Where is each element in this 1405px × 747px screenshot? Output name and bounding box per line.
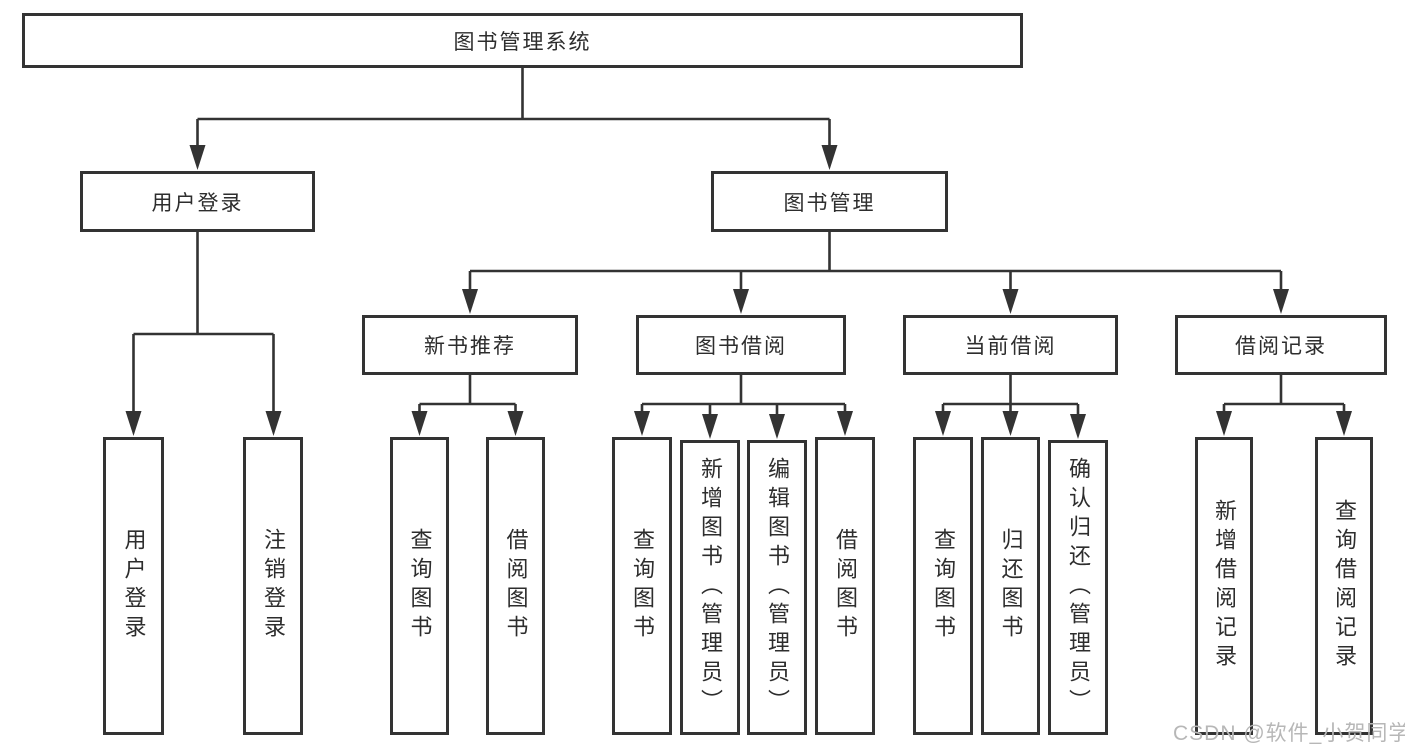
connector-root-to-level2	[196, 68, 831, 150]
leaf-user-login: 用户登录	[103, 437, 164, 735]
arrow-to-leaf-confirm-return-admin	[1070, 414, 1086, 439]
connector-user-login-group	[132, 232, 275, 418]
node-book-management: 图书管理	[711, 171, 948, 232]
csdn-watermark: CSDN @软件_小贺同学	[1173, 722, 1405, 745]
leaf-borrow-books-borrowing: 借阅图书	[815, 437, 875, 735]
arrow-to-user-login	[189, 145, 206, 170]
arrowheads	[125, 145, 1352, 439]
arrow-to-book-management	[821, 145, 838, 170]
arrow-to-leaf-query-books-current	[935, 411, 951, 436]
leaf-logout: 注销登录	[243, 437, 303, 735]
leaf-return-books: 归还图书	[981, 437, 1040, 735]
connector-recommend-group	[418, 375, 517, 418]
leaf-add-borrow-record: 新增借阅记录	[1195, 437, 1253, 735]
arrow-to-leaf-query-books-recommend	[411, 411, 428, 436]
arrow-to-leaf-edit-books-admin	[769, 414, 785, 439]
leaf-edit-books-admin: 编辑图书（管理员）	[747, 440, 807, 735]
node-user-login: 用户登录	[80, 171, 315, 232]
leaf-query-borrow-record: 查询借阅记录	[1315, 437, 1373, 735]
arrow-to-book-borrowing	[733, 289, 749, 314]
node-book-borrowing: 图书借阅	[636, 315, 846, 375]
arrow-to-leaf-add-books-admin	[702, 414, 718, 439]
arrow-to-leaf-user-login	[125, 411, 142, 436]
connector-book-management-group	[468, 232, 1283, 296]
leaf-query-books-borrowing: 查询图书	[612, 437, 672, 735]
arrow-to-leaf-add-borrow-record	[1216, 411, 1232, 436]
arrow-to-new-book-recommendation	[462, 289, 478, 314]
node-new-book-recommendation: 新书推荐	[362, 315, 578, 375]
leaf-add-books-admin: 新增图书（管理员）	[680, 440, 740, 735]
arrow-to-leaf-return-books	[1002, 411, 1019, 436]
leaf-query-books-current: 查询图书	[913, 437, 973, 735]
node-root-system: 图书管理系统	[22, 13, 1023, 68]
leaf-query-books-recommend: 查询图书	[390, 437, 449, 735]
arrow-to-leaf-borrow-books-recommend	[507, 411, 524, 436]
arrow-to-leaf-borrow-books-borrowing	[837, 411, 853, 436]
arrow-to-borrowing-records	[1273, 289, 1289, 314]
node-borrowing-records: 借阅记录	[1175, 315, 1387, 375]
connector-records-group	[1222, 375, 1346, 418]
node-current-borrowing: 当前借阅	[903, 315, 1118, 375]
arrow-to-leaf-query-borrow-record	[1336, 411, 1352, 436]
leaf-confirm-return-admin: 确认归还（管理员）	[1048, 440, 1108, 735]
leaf-borrow-books-recommend: 借阅图书	[486, 437, 545, 735]
arrow-to-current-borrowing	[1002, 289, 1019, 314]
arrow-to-leaf-logout	[265, 411, 282, 436]
connector-borrowing-group	[640, 375, 847, 421]
arrow-to-leaf-query-books-borrowing	[634, 411, 650, 436]
